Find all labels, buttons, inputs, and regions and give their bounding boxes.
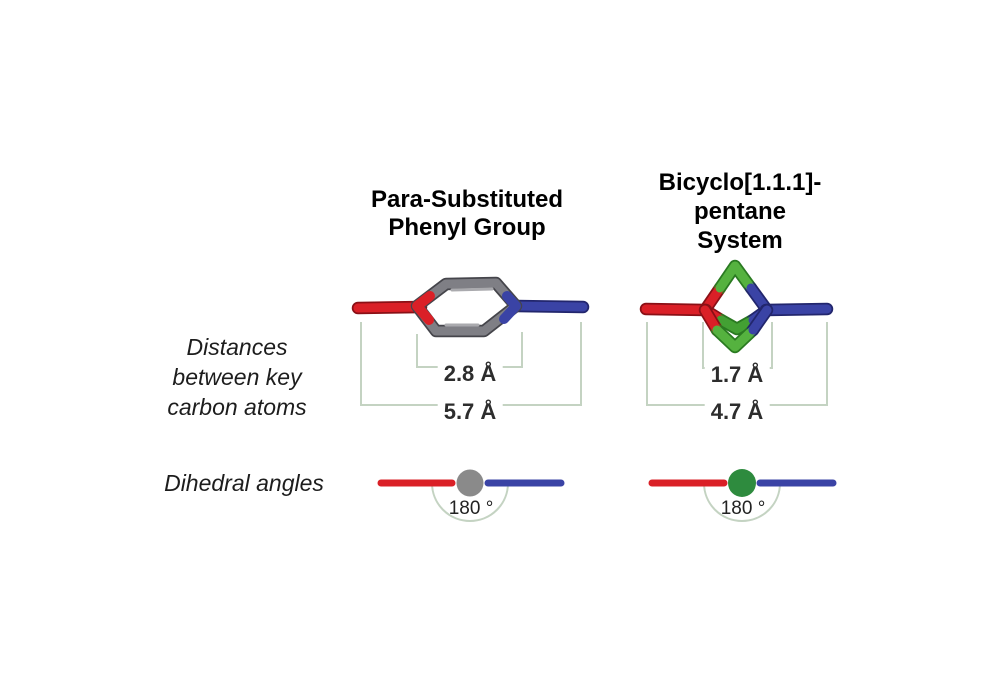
phenyl-dihedral-diagram: [377, 469, 565, 522]
phenyl-title-line-1: Para-Substituted: [370, 186, 564, 213]
phenyl-para-carbon-blue: [499, 291, 521, 324]
phenyl-molecule: [351, 276, 590, 338]
bcp-angle-arc-icon: [703, 482, 781, 522]
bcp-angle-value-label: 180 °: [720, 498, 766, 519]
bcp-front-bridge: [698, 303, 774, 354]
bcp-top-bridge: [698, 259, 774, 317]
bcp-outer-distance-label: 4.7 Å: [704, 399, 770, 425]
phenyl-outer-distance-label: 5.7 Å: [437, 399, 503, 425]
phenyl-angle-arc-icon: [431, 482, 509, 522]
bcp-center-atom-icon: [728, 469, 756, 497]
bcp-column-title: Bicyclo[1.1.1]- pentane System: [659, 168, 822, 255]
phenyl-title-line-2: Phenyl Group: [388, 214, 546, 241]
bcp-title-line-1: Bicyclo[1.1.1]-: [658, 169, 822, 196]
distances-label-line-3: carbon atoms: [167, 394, 307, 420]
bcp-dihedral-diagram: [648, 469, 837, 522]
phenyl-angle-value-label: 180 °: [448, 498, 494, 519]
phenyl-inner-distance-label: 2.8 Å: [437, 361, 503, 387]
bcp-inner-distance-label: 1.7 Å: [704, 362, 770, 388]
bcp-title-line-2: pentane: [693, 198, 787, 225]
phenyl-center-atom-icon: [456, 469, 484, 497]
distances-row-label: Distances between key carbon atoms: [167, 332, 306, 422]
phenyl-column-title: Para-Substituted Phenyl Group: [371, 186, 563, 242]
dihedral-row-label: Dihedral angles: [164, 470, 324, 496]
phenyl-para-carbon-red: [412, 291, 435, 325]
bcp-molecule: [639, 259, 834, 354]
distances-label-line-2: between key: [172, 364, 302, 390]
distances-label-line-1: Distances: [186, 334, 288, 360]
bcp-title-line-3: System: [697, 227, 783, 254]
phenyl-ring-highlight-top: [450, 287, 494, 292]
